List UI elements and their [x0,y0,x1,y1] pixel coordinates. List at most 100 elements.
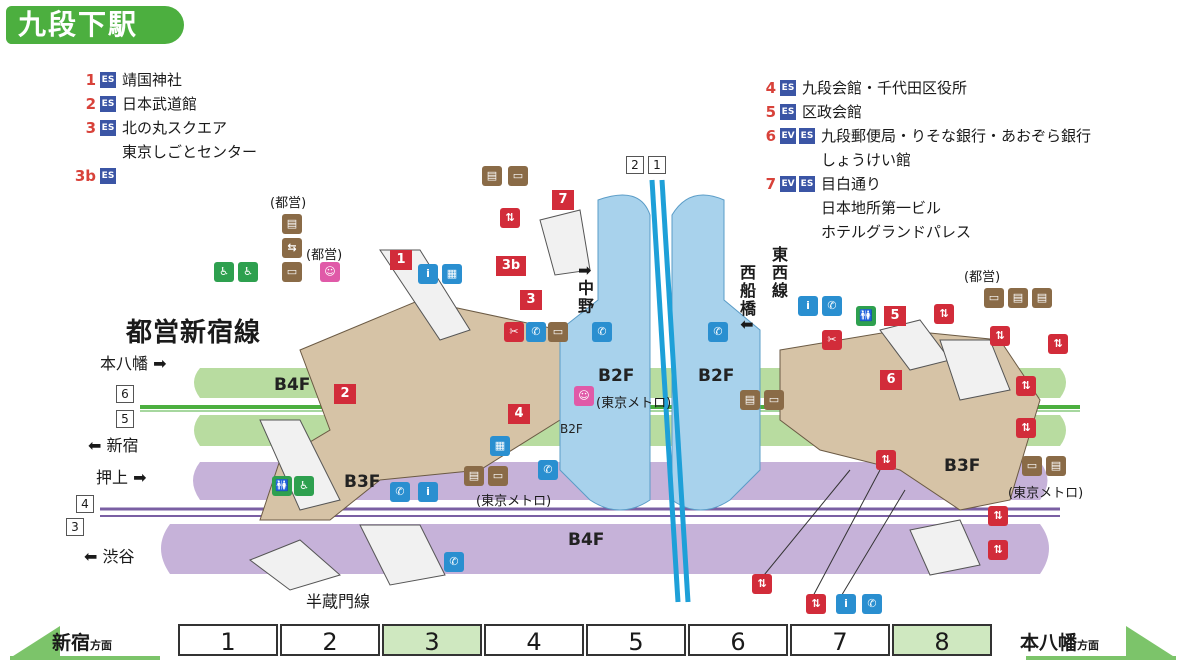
floor-label: B3F [344,472,381,492]
exit-destination: 日本地所第一ビル [821,199,942,217]
direction-oshiage: 押上 ➡ [96,468,147,487]
ic-card-icon: ▭ [508,166,528,186]
leader-line [811,469,881,599]
ic-card-icon: ▭ [548,322,568,342]
phone-icon: ✆ [538,460,558,480]
exit-destination: 目白通り [821,175,882,193]
exit-destination: しょうけい館 [821,151,912,169]
escalator-icon: ES [100,120,116,136]
operator-note: (都営) [306,248,343,263]
exit-number: 7 [765,175,776,193]
operator-note: (東京メトロ) [1008,486,1084,501]
exit-number: 2 [85,95,96,113]
exit-1-tag[interactable]: 1 [390,250,412,270]
exit-row: しょうけい館 [752,148,1091,172]
direction-nakano: ⬆中野 [575,264,594,316]
elevator-icon: ⇅ [990,326,1010,346]
stairs [939,339,1011,401]
exit-5-tag[interactable]: 5 [884,306,906,326]
exit-number: 6 [765,127,776,145]
elevator-icon: ⇅ [806,594,826,614]
car-7: 7 [790,624,890,656]
operator-note: (東京メトロ) [476,494,552,509]
floor-label: B2F [598,366,635,386]
ticket-machine-icon: ▤ [464,466,484,486]
direction-arrow-right [1126,626,1176,658]
floor-label: B4F [568,530,605,550]
escalator-icon: ES [100,72,116,88]
phone-icon: ✆ [862,594,882,614]
floor-label: B4F [274,375,311,395]
track-number: 4 [76,495,94,513]
ic-card-icon: ▭ [984,288,1004,308]
operator-note: (都営) [964,270,1001,285]
nursery-icon: ☺ [320,262,340,282]
ticket-machine-icon: ▤ [282,214,302,234]
escalator-icon: ES [100,96,116,112]
ticket-machine-icon: ▤ [740,390,760,410]
elevator-icon: ⇅ [934,304,954,324]
stairs [359,524,446,586]
tozai-line-title: 東西線 [769,246,788,300]
ticket-machine-icon: ▤ [482,166,502,186]
restroom-icon: 🚻 [856,306,876,326]
restroom-icon: 🚻 [272,476,292,496]
exit-3-tag[interactable]: 3 [520,290,542,310]
track-number: 6 [116,385,134,403]
exit-row: 日本地所第一ビル [752,196,1091,220]
stairs [539,209,591,276]
scissors-icon: ✂ [822,330,842,350]
exit-destination: 東京しごとセンター [122,143,258,161]
info-icon: i [836,594,856,614]
exit-6-tag[interactable]: 6 [880,370,902,390]
ticket-machine-icon: ▤ [1046,456,1066,476]
car-direction-left: 新宿方面 [52,632,113,654]
stairs [909,519,981,576]
hanzomon-line-title: 半蔵門線 [306,592,371,611]
car-position-bar [10,626,1176,660]
exit-number: 4 [765,79,776,97]
car-5: 5 [586,624,686,656]
locker-icon: ▦ [442,264,462,284]
exit-number: 5 [765,103,776,121]
exit-2-tag[interactable]: 2 [334,384,356,404]
leader-line [759,469,851,581]
stairs [248,539,342,591]
ticket-machine-icon: ▤ [1032,288,1052,308]
accessible-toilet-icon: ♿ [238,262,258,282]
exit-7-tag[interactable]: 7 [552,190,574,210]
ic-card-icon: ▭ [1022,456,1042,476]
exit-4-tag[interactable]: 4 [508,404,530,424]
elevator-icon: ⇅ [500,208,520,228]
phone-icon: ✆ [822,296,842,316]
elevator-icon: EV [780,128,796,144]
escalator-icon: ES [100,168,116,184]
operator-note: (東京メトロ) [596,396,672,411]
info-icon: i [798,296,818,316]
ic-card-icon: ▭ [282,262,302,282]
tozai-platform-right [671,194,761,511]
exit-row: ホテルグランドパレス [752,220,1091,244]
info-icon: i [418,264,438,284]
elevator-icon: ⇅ [988,540,1008,560]
escalator-icon: ES [799,176,815,192]
tozai-track-2 [649,179,681,603]
nursery-icon: ☺ [574,386,594,406]
car-8: 8 [892,624,992,656]
wheelchair-icon: ♿ [294,476,314,496]
escalator-icon: ES [780,104,796,120]
phone-icon: ✆ [708,322,728,342]
escalator-icon: ES [799,128,815,144]
elevator-icon: ⇅ [876,450,896,470]
car-4: 4 [484,624,584,656]
leader-line [839,489,906,599]
floor-label: B2F [560,422,583,436]
operator-note: (都営) [270,196,307,211]
exit-3b-tag[interactable]: 3b [496,256,526,276]
direction-shibuya: ⬅ 渋谷 [84,547,135,566]
